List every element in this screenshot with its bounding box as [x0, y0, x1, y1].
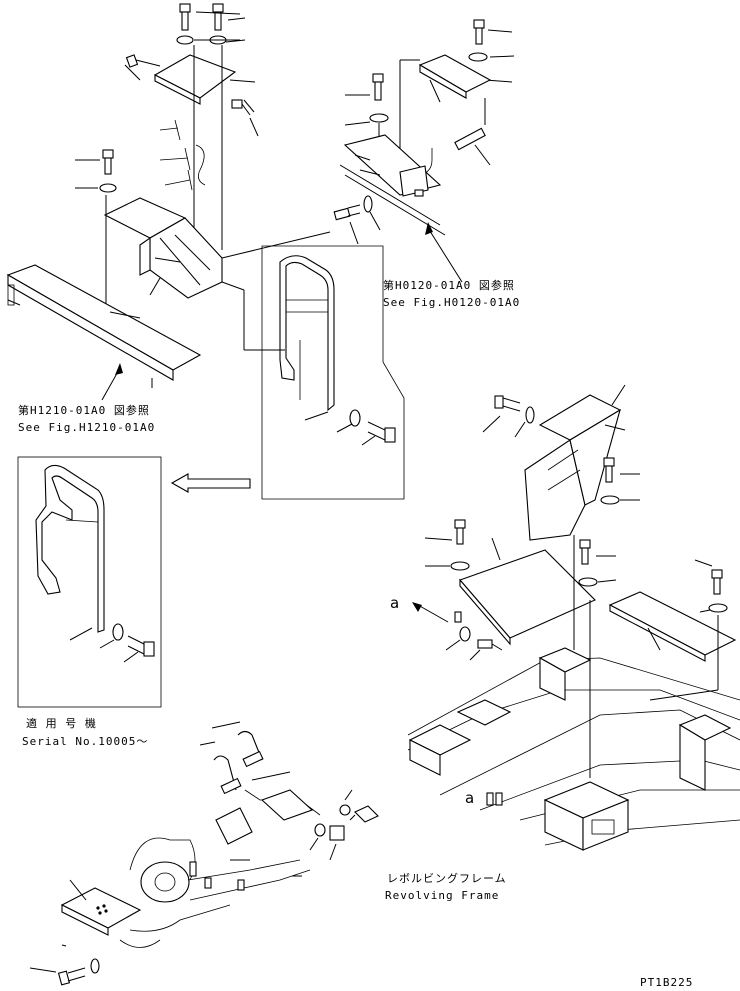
serial-label-jp: 適 用 号 機: [26, 716, 97, 730]
bolt-part: [372, 73, 384, 101]
nut-part: [329, 825, 345, 841]
floor-plate: [459, 549, 596, 639]
handrail-detail-box: [243, 245, 405, 500]
bolt-part: [212, 3, 224, 31]
handrail-part: [279, 255, 335, 412]
bolt-part: [57, 967, 86, 986]
serial-detail-box: [17, 456, 162, 708]
bolt-part: [454, 519, 466, 545]
frame-label-jp: レボルビングフレーム: [387, 871, 507, 885]
figure-code: PT1B225: [640, 976, 693, 989]
pedal-part: [260, 789, 314, 821]
bolt-part: [579, 539, 591, 565]
washer-part: [349, 409, 361, 427]
washer-part: [90, 958, 100, 974]
left-arrow-icon: [170, 473, 251, 493]
washer-part: [314, 823, 326, 837]
bolt-part: [231, 99, 255, 116]
bolt-part: [477, 639, 503, 651]
bolt-part: [711, 569, 723, 595]
step-bracket-assembly: [6, 3, 331, 401]
pin-boss: [140, 861, 190, 903]
rod-part: [454, 127, 486, 151]
nut-part: [354, 805, 379, 823]
u-bolt-part: [237, 730, 264, 768]
frame-label-en: Revolving Frame: [385, 889, 499, 902]
washer-part: [450, 561, 470, 571]
revolving-frame-assembly: [407, 384, 740, 851]
bolt-part: [473, 19, 485, 45]
reference-label-en: See Fig.H1210-01A0: [18, 421, 155, 434]
bolt-part: [333, 204, 361, 221]
step-assembly-bottom: [29, 721, 379, 986]
handrail-part: [35, 464, 105, 633]
bolt-part: [179, 3, 191, 31]
washer-part: [339, 804, 351, 816]
side-cover: [608, 591, 737, 656]
washer-part: [708, 603, 728, 613]
washer-part: [578, 577, 598, 587]
bolt-part: [125, 54, 161, 68]
washer-part: [600, 495, 620, 505]
washer-part: [459, 626, 471, 642]
washer-part: [525, 406, 535, 424]
view-marker: a: [465, 789, 474, 807]
reference-label-jp: 第H0120-01A0 図参照: [383, 278, 515, 292]
washer-part: [176, 35, 194, 45]
reference-label-jp: 第H1210-01A0 図参照: [18, 403, 150, 417]
bolt-part: [494, 395, 521, 412]
u-bolt-part: [213, 755, 242, 795]
serial-label-en: Serial No.10005～: [22, 735, 148, 748]
view-marker: a: [390, 594, 399, 612]
washer-part: [468, 52, 488, 62]
bolt-part: [102, 149, 114, 175]
bolt-part: [367, 421, 396, 443]
bolt-part: [603, 457, 615, 483]
plate-part: [153, 54, 237, 99]
reference-label-en: See Fig.H0120-01A0: [383, 296, 520, 309]
washer-part: [99, 183, 117, 193]
washer-part: [369, 113, 389, 123]
washer-part: [363, 195, 373, 213]
cover-assembly-right: [333, 19, 515, 283]
step-plate: [60, 887, 142, 929]
bolt-part: [127, 635, 155, 657]
washer-part: [112, 623, 124, 641]
